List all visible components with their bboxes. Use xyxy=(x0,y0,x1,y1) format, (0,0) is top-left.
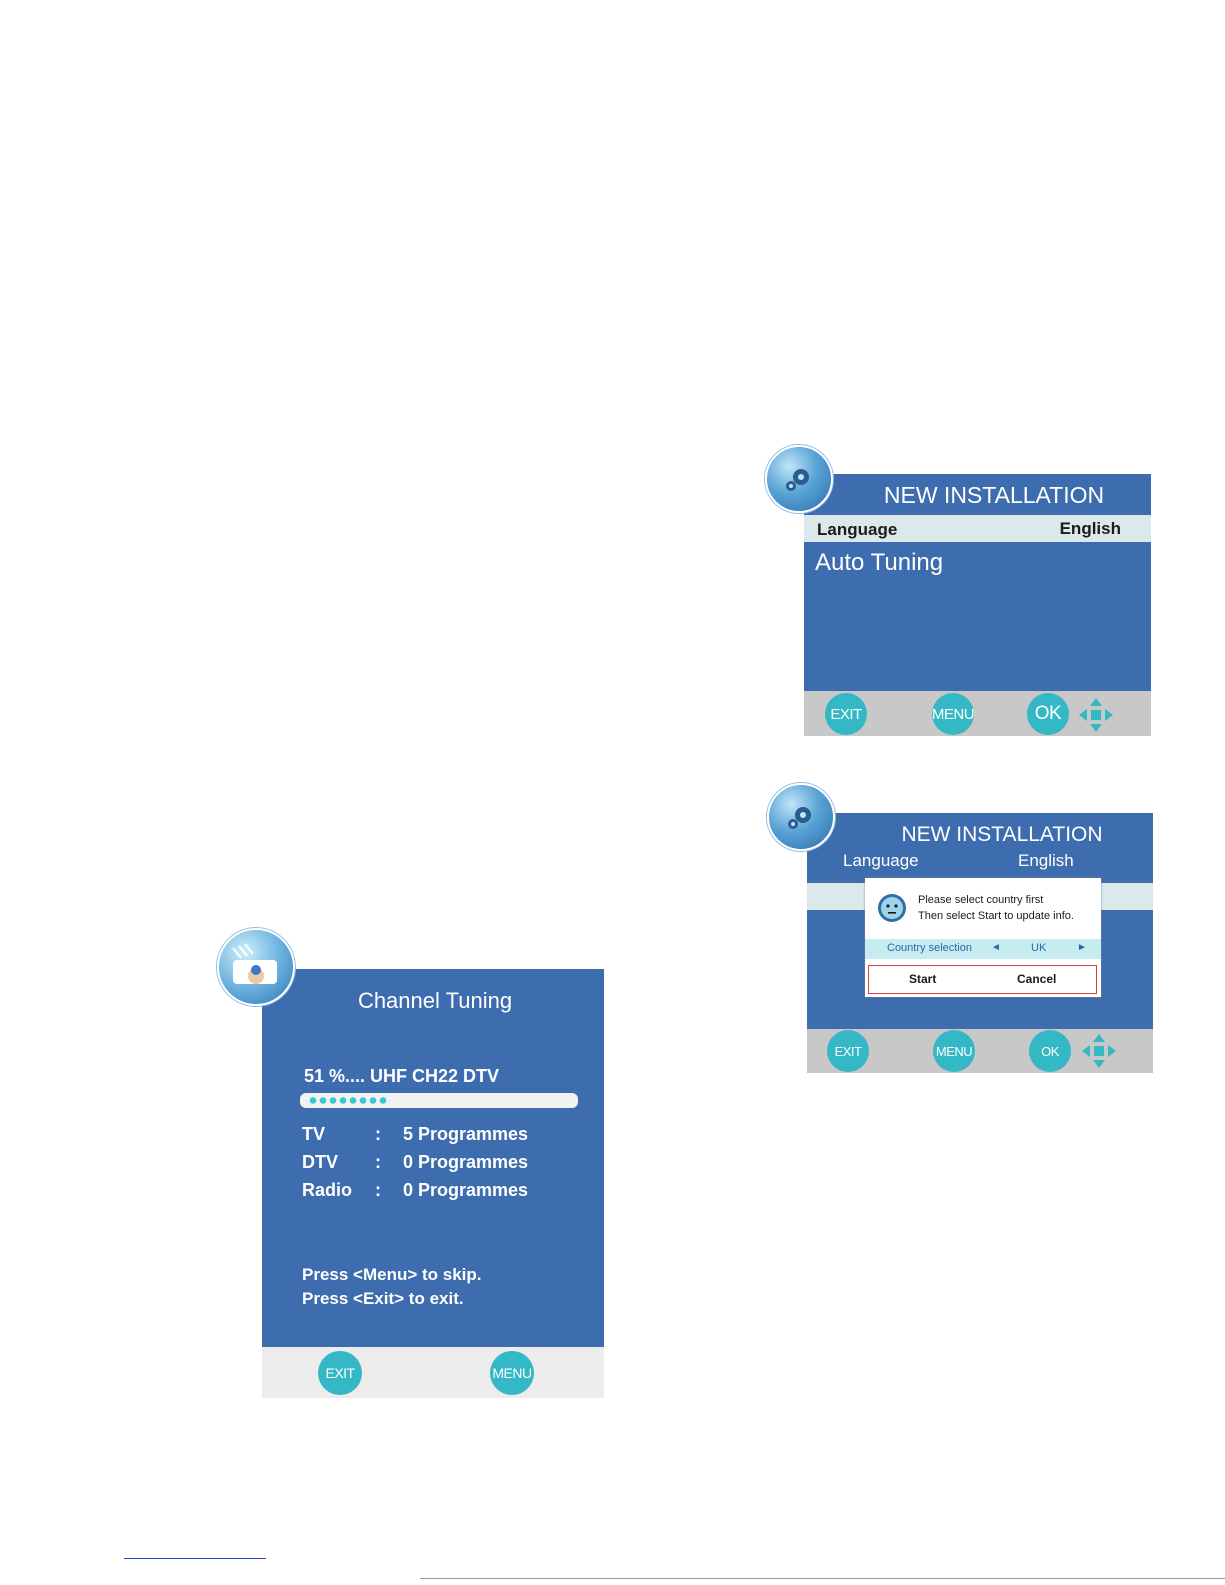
start-button[interactable]: Start xyxy=(909,972,937,986)
hint-skip: Press <Menu> to skip. xyxy=(302,1265,482,1284)
button-bar: EXIT MENU OK xyxy=(804,691,1151,736)
row-value: 0 Programmes xyxy=(403,1152,529,1172)
country-dialog: Please select country first Then select … xyxy=(865,878,1101,997)
ok-button[interactable]: OK xyxy=(1027,693,1069,735)
auto-tuning-item[interactable]: Auto Tuning xyxy=(815,549,944,576)
tuning-progress-bar xyxy=(300,1093,578,1108)
footer-link-line xyxy=(124,1558,266,1559)
button-bar: EXIT MENU OK xyxy=(807,1029,1153,1073)
arrow-right-icon[interactable]: ► xyxy=(1077,942,1087,953)
dialog-message-line2: Then select Start to update info. xyxy=(918,910,1074,922)
new-installation-screen: NEW INSTALLATION Language English Auto T… xyxy=(804,474,1151,691)
page-title: NEW INSTALLATION xyxy=(901,823,1103,846)
tuning-status: 51 %.... UHF CH22 DTV xyxy=(304,1066,500,1086)
navigation-arrows-icon xyxy=(1079,698,1113,732)
country-dialog-screen: NEW INSTALLATION Language English Please… xyxy=(807,813,1153,1029)
exit-button[interactable]: EXIT xyxy=(825,693,867,735)
row-separator: : xyxy=(375,1180,381,1200)
exit-button[interactable]: EXIT xyxy=(318,1351,362,1395)
country-selection-row[interactable]: Country selection ◄ UK ► xyxy=(865,939,1101,959)
country-selection-label: Country selection xyxy=(887,942,972,954)
exit-button[interactable]: EXIT xyxy=(827,1030,869,1072)
country-selection-value: UK xyxy=(1031,942,1047,954)
row-label: TV xyxy=(302,1124,326,1144)
ok-button[interactable]: OK xyxy=(1029,1030,1071,1072)
page-title: NEW INSTALLATION xyxy=(883,482,1105,508)
face-icon xyxy=(878,894,906,922)
language-value: English xyxy=(1059,519,1121,538)
language-label: Language xyxy=(843,851,919,870)
row-separator: : xyxy=(375,1152,381,1172)
row-label: Radio xyxy=(302,1180,353,1200)
button-bar: EXIT MENU xyxy=(262,1347,604,1398)
row-separator: : xyxy=(375,1124,381,1144)
language-row[interactable]: Language English xyxy=(804,515,1151,542)
tv-tuning-icon xyxy=(217,928,295,1006)
settings-gear-icon xyxy=(767,783,835,851)
dialog-message-line1: Please select country first xyxy=(918,894,1044,906)
row-value: 0 Programmes xyxy=(403,1180,529,1200)
settings-gear-icon xyxy=(765,445,833,513)
menu-button[interactable]: MENU xyxy=(932,693,975,735)
arrow-left-icon[interactable]: ◄ xyxy=(991,942,1001,953)
footer-rule xyxy=(420,1578,1225,1579)
channel-tuning-screen: Channel Tuning 51 %.... UHF CH22 DTV TV:… xyxy=(262,969,604,1347)
language-label: Language xyxy=(817,520,898,539)
row-label: DTV xyxy=(302,1152,338,1172)
dialog-actions: Start Cancel xyxy=(868,965,1097,994)
cancel-button[interactable]: Cancel xyxy=(1017,972,1057,986)
menu-button[interactable]: MENU xyxy=(490,1351,534,1395)
hint-exit: Press <Exit> to exit. xyxy=(302,1289,464,1308)
page-title: Channel Tuning xyxy=(357,988,513,1013)
navigation-arrows-icon xyxy=(1082,1034,1116,1068)
progress-fill xyxy=(308,1097,388,1104)
row-value: 5 Programmes xyxy=(403,1124,529,1144)
menu-button[interactable]: MENU xyxy=(933,1030,975,1072)
language-value: English xyxy=(1018,851,1074,870)
